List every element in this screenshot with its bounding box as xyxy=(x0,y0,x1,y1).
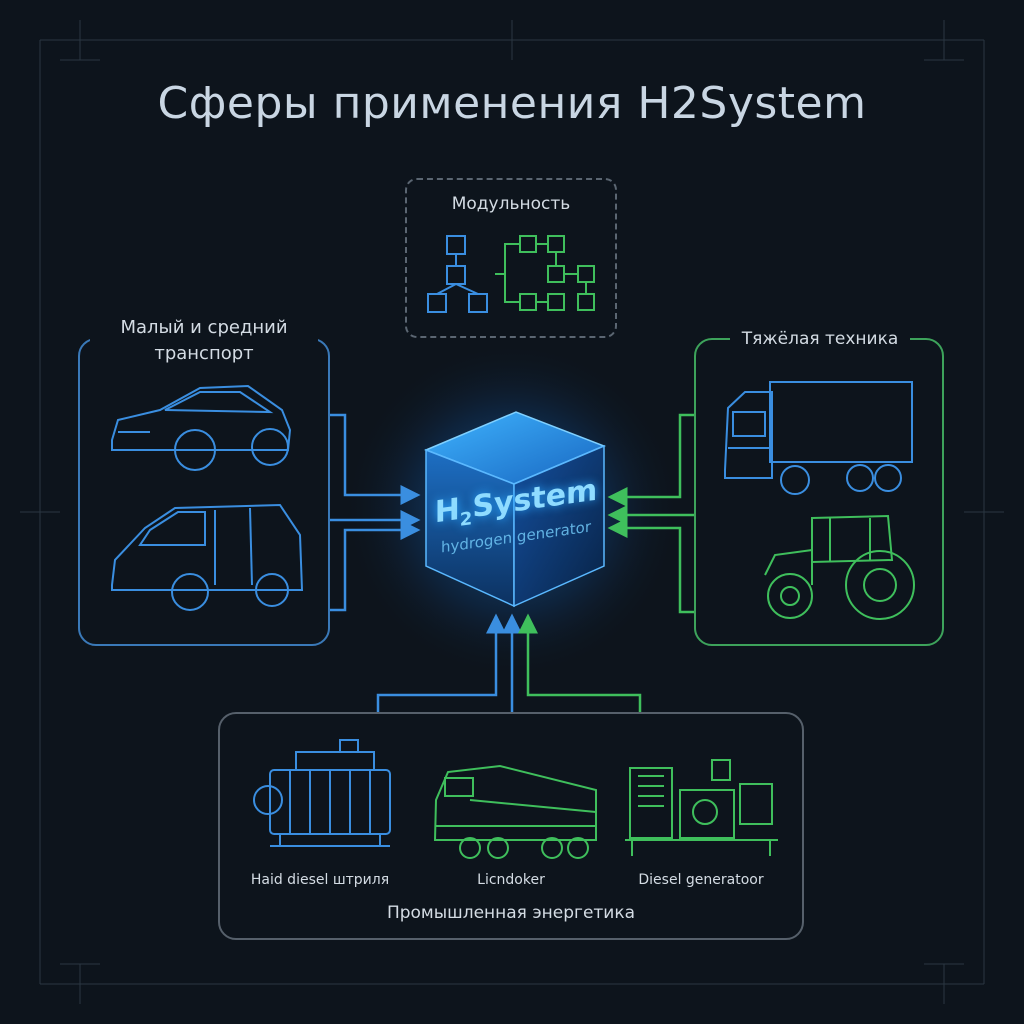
cube-brand-sub: 2 xyxy=(459,508,473,531)
heavy-machinery-label: Тяжёлая техника xyxy=(730,329,910,349)
generator-icon xyxy=(625,759,778,856)
modules-icon xyxy=(427,235,595,313)
modules-label: Модульность xyxy=(451,194,571,214)
locomotive-icon xyxy=(433,764,597,859)
truck-icon xyxy=(724,381,913,495)
locomotive-caption: Licndoker xyxy=(477,872,545,888)
light-transport-label: Малый и средний транспорт xyxy=(90,315,318,367)
connector-bottom xyxy=(376,613,642,712)
connector-right xyxy=(607,413,694,614)
page-title: Сферы применения H2System xyxy=(157,78,867,129)
light-transport-label-line1: Малый и средний xyxy=(120,317,288,338)
diesel-engine-icon xyxy=(253,739,391,847)
industrial-energy-label: Промышленная энергетика xyxy=(386,903,636,923)
light-transport-label-line2: транспорт xyxy=(154,343,254,364)
van-icon xyxy=(111,503,304,611)
diesel-engine-caption: Haid diesel штриля xyxy=(250,872,390,888)
generator-caption: Diesel generatoor xyxy=(638,872,764,888)
heavy-machinery-panel xyxy=(694,338,944,646)
cube-brand-h: H xyxy=(434,491,460,531)
background-grid xyxy=(20,20,1004,1004)
modules-panel xyxy=(405,178,617,338)
connector-left xyxy=(330,413,421,612)
tractor-icon xyxy=(764,514,915,620)
h2system-cube xyxy=(423,411,607,608)
light-transport-panel xyxy=(78,338,330,646)
industrial-energy-panel xyxy=(218,712,804,940)
sedan-icon xyxy=(111,384,292,471)
